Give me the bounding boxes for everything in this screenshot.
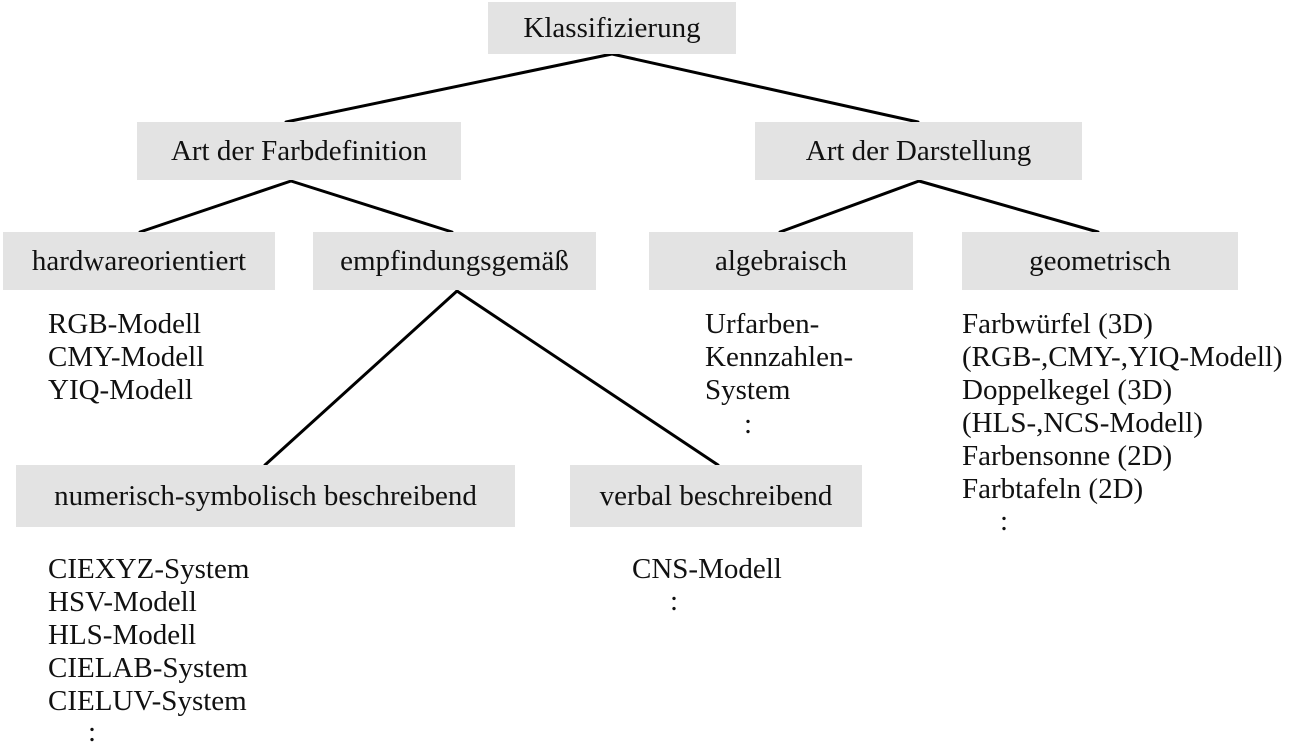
node-empfindungsgemaess: empfindungsgemäß bbox=[313, 232, 596, 290]
list-item: CMY-Modell bbox=[48, 341, 205, 373]
geometrisch-more-ellipsis: : bbox=[1000, 505, 1009, 537]
algebraisch-more-ellipsis: : bbox=[744, 408, 753, 440]
list-item: YIQ-Modell bbox=[48, 374, 193, 406]
list-item: RGB-Modell bbox=[48, 308, 202, 340]
list-item: (HLS-,NCS-Modell) bbox=[962, 407, 1203, 439]
node-art-der-farbdefinition-label: Art der Farbdefinition bbox=[170, 134, 428, 167]
edge-root-darstellung bbox=[610, 52, 920, 124]
list-item: CIELAB-System bbox=[48, 652, 248, 684]
list-item: System bbox=[705, 374, 791, 406]
list-item: CIEXYZ-System bbox=[48, 553, 250, 585]
node-verbal-beschreibend-label: verbal beschreibend bbox=[599, 479, 833, 512]
edge-farbdefinition-hardware bbox=[138, 179, 293, 234]
node-algebraisch: algebraisch bbox=[649, 232, 913, 290]
node-art-der-darstellung-label: Art der Darstellung bbox=[805, 134, 1032, 167]
hardwareorientiert-model-list: RGB-Modell CMY-Modell YIQ-Modell bbox=[48, 308, 204, 407]
list-item: Farbtafeln (2D) bbox=[962, 473, 1144, 505]
edge-empfindung-numerisch bbox=[263, 289, 459, 467]
list-item: HLS-Modell bbox=[48, 619, 197, 651]
node-verbal-beschreibend: verbal beschreibend bbox=[570, 465, 862, 527]
node-hardwareorientiert-label: hardwareorientiert bbox=[31, 244, 247, 277]
verbal-beschreibend-more-ellipsis: : bbox=[670, 585, 679, 617]
list-item: HSV-Modell bbox=[48, 586, 197, 618]
list-item: (RGB-,CMY-,YIQ-Modell) bbox=[962, 341, 1283, 373]
verbal-beschreibend-model-list: CNS-Modell bbox=[632, 553, 782, 586]
node-geometrisch: geometrisch bbox=[962, 232, 1238, 290]
node-art-der-darstellung: Art der Darstellung bbox=[755, 122, 1082, 180]
list-item: CNS-Modell bbox=[632, 553, 782, 585]
edge-darstellung-geometrisch bbox=[917, 179, 1100, 234]
list-item: CIELUV-System bbox=[48, 685, 247, 717]
numerisch-symbolisch-more-ellipsis: : bbox=[88, 716, 97, 748]
node-geometrisch-label: geometrisch bbox=[1029, 244, 1171, 277]
root-node: Klassifizierung bbox=[488, 2, 736, 54]
node-art-der-farbdefinition: Art der Farbdefinition bbox=[137, 122, 461, 180]
node-empfindungsgemaess-label: empfindungsgemäß bbox=[340, 244, 569, 277]
edge-darstellung-algebraisch bbox=[778, 179, 921, 234]
list-item: Urfarben- bbox=[705, 308, 820, 340]
node-numerisch-symbolisch-label: numerisch-symbolisch beschreibend bbox=[54, 479, 477, 512]
list-item: Farbensonne (2D) bbox=[962, 440, 1173, 472]
algebraisch-model-list: Urfarben- Kennzahlen- System bbox=[705, 308, 853, 407]
node-algebraisch-label: algebraisch bbox=[714, 244, 848, 277]
numerisch-symbolisch-model-list: CIEXYZ-System HSV-Modell HLS-Modell CIEL… bbox=[48, 553, 249, 718]
list-item: Farbwürfel (3D) bbox=[962, 308, 1153, 340]
edge-empfindung-verbal bbox=[455, 289, 720, 467]
geometrisch-model-list: Farbwürfel (3D) (RGB-,CMY-,YIQ-Modell) D… bbox=[962, 308, 1283, 506]
node-hardwareorientiert: hardwareorientiert bbox=[3, 232, 275, 290]
edge-farbdefinition-empfindung bbox=[289, 179, 454, 234]
root-node-label: Klassifizierung bbox=[523, 11, 701, 44]
list-item: Doppelkegel (3D) bbox=[962, 374, 1173, 406]
list-item: Kennzahlen- bbox=[705, 341, 854, 373]
node-numerisch-symbolisch: numerisch-symbolisch beschreibend bbox=[16, 465, 515, 527]
edge-root-farbdefinition bbox=[284, 52, 614, 124]
